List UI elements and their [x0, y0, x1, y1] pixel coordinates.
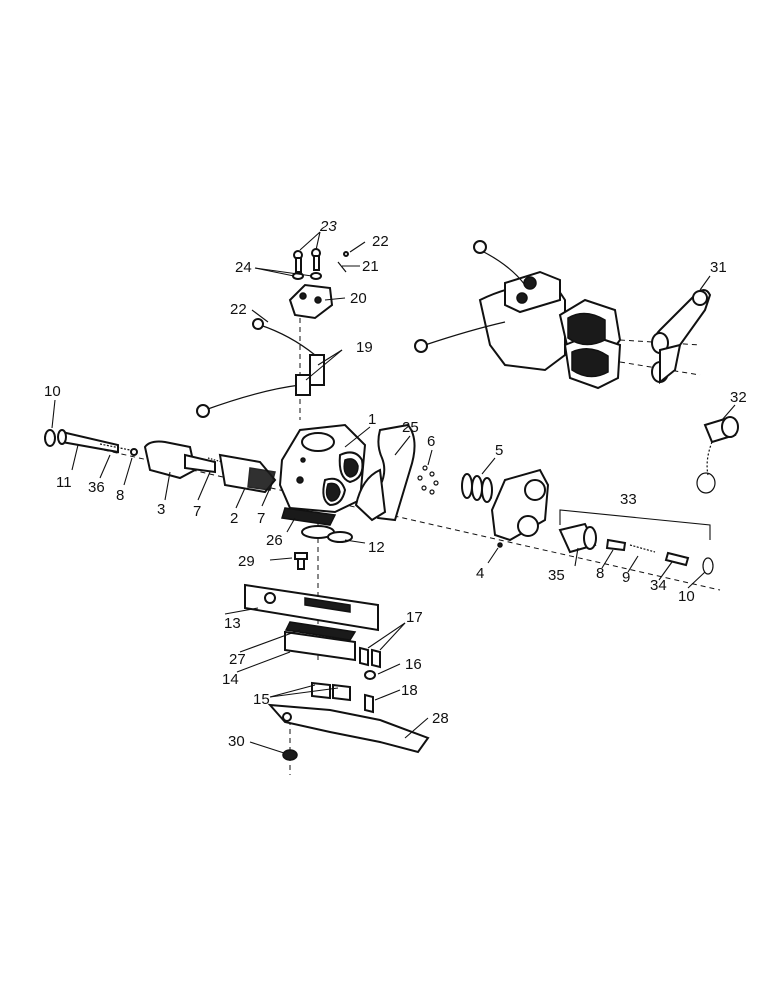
callout-36-left: 36 — [88, 479, 105, 496]
callout-12: 12 — [368, 539, 385, 556]
callout-16: 16 — [405, 656, 422, 673]
clamp-and-spring — [354, 423, 493, 522]
callout-34: 34 — [650, 577, 667, 594]
callout-13: 13 — [224, 615, 241, 632]
callout-33: 33 — [620, 491, 637, 508]
callout-8-left: 8 — [116, 487, 124, 504]
callout-9: 9 — [622, 569, 630, 586]
left-spool-stack — [44, 429, 277, 494]
callout-7-right: 7 — [257, 510, 265, 527]
callout-22-top: 22 — [372, 233, 389, 250]
callout-18: 18 — [401, 682, 418, 699]
callout-14: 14 — [222, 671, 239, 688]
coupler-body — [490, 468, 550, 548]
callout-7-left: 7 — [193, 503, 201, 520]
dust-cover-plate — [651, 289, 712, 385]
callout-5: 5 — [495, 442, 503, 459]
callout-10-left: 10 — [44, 383, 61, 400]
callout-35: 35 — [548, 567, 565, 584]
callout-6: 6 — [427, 433, 435, 450]
callout-25: 25 — [402, 419, 419, 436]
assembled-valve-view — [414, 240, 622, 390]
callout-26: 26 — [266, 532, 283, 549]
leader-lines — [51, 231, 736, 754]
callout-19: 19 — [356, 339, 373, 356]
upper-lever-assembly — [196, 248, 349, 418]
callout-29: 29 — [238, 553, 255, 570]
callout-22-mid: 22 — [230, 301, 247, 318]
callout-17: 17 — [406, 609, 423, 626]
dust-cap — [696, 416, 739, 494]
callout-30: 30 — [228, 733, 245, 750]
callout-10-right: 10 — [678, 588, 695, 605]
callout-15: 15 — [253, 691, 270, 708]
right-coupling-kit — [558, 522, 714, 575]
callout-3: 3 — [157, 501, 165, 518]
callout-32: 32 — [730, 389, 747, 406]
lower-mount-assembly — [244, 525, 430, 761]
callout-20: 20 — [350, 290, 367, 307]
center-lines — [59, 300, 721, 775]
valve-body — [278, 423, 367, 526]
callout-2: 2 — [230, 510, 238, 527]
callout-1: 1 — [368, 411, 376, 428]
callout-24: 24 — [235, 259, 252, 276]
callout-28: 28 — [432, 710, 449, 727]
callout-23: 23 — [319, 218, 337, 235]
callout-27: 27 — [229, 651, 246, 668]
callout-8-right: 8 — [596, 565, 604, 582]
callout-31: 31 — [710, 259, 727, 276]
callout-21: 21 — [362, 258, 379, 275]
callout-labels: 10 11 36 8 3 7 2 7 1 25 6 5 4 26 12 29 1… — [44, 218, 747, 750]
callout-4: 4 — [476, 565, 484, 582]
callout-11: 11 — [56, 474, 72, 491]
